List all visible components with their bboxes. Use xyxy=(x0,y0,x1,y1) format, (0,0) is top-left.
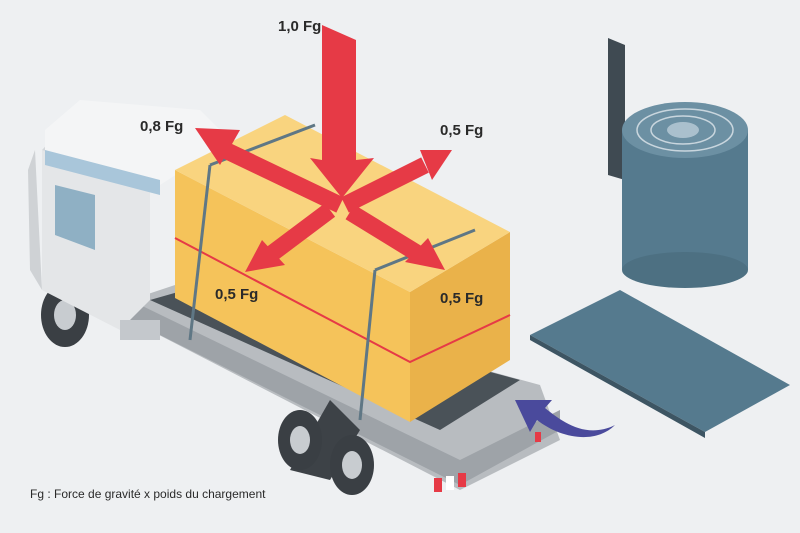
arrow-front xyxy=(221,142,344,213)
force-label-front: 0,8 Fg xyxy=(140,118,184,135)
anti-slip-mat-sheet xyxy=(530,290,790,438)
anti-slip-mat-roll xyxy=(608,38,748,288)
cab-window xyxy=(55,185,95,250)
arrow-back xyxy=(341,157,429,213)
force-label-right: 0,5 Fg xyxy=(440,290,484,307)
arrow-down xyxy=(310,25,374,198)
insert-arrow xyxy=(515,400,615,438)
arrow-right xyxy=(345,204,425,263)
arrow-left xyxy=(264,203,336,262)
force-label-top: 1,0 Fg xyxy=(278,18,322,35)
force-label-back: 0,5 Fg xyxy=(440,122,484,139)
force-arrows xyxy=(195,25,452,272)
force-label-left: 0,5 Fg xyxy=(215,286,259,303)
strap xyxy=(188,164,212,341)
center-of-gravity-line xyxy=(174,237,511,364)
caption: Fg : Force de gravité x poids du chargem… xyxy=(30,487,266,501)
strap xyxy=(358,269,377,421)
